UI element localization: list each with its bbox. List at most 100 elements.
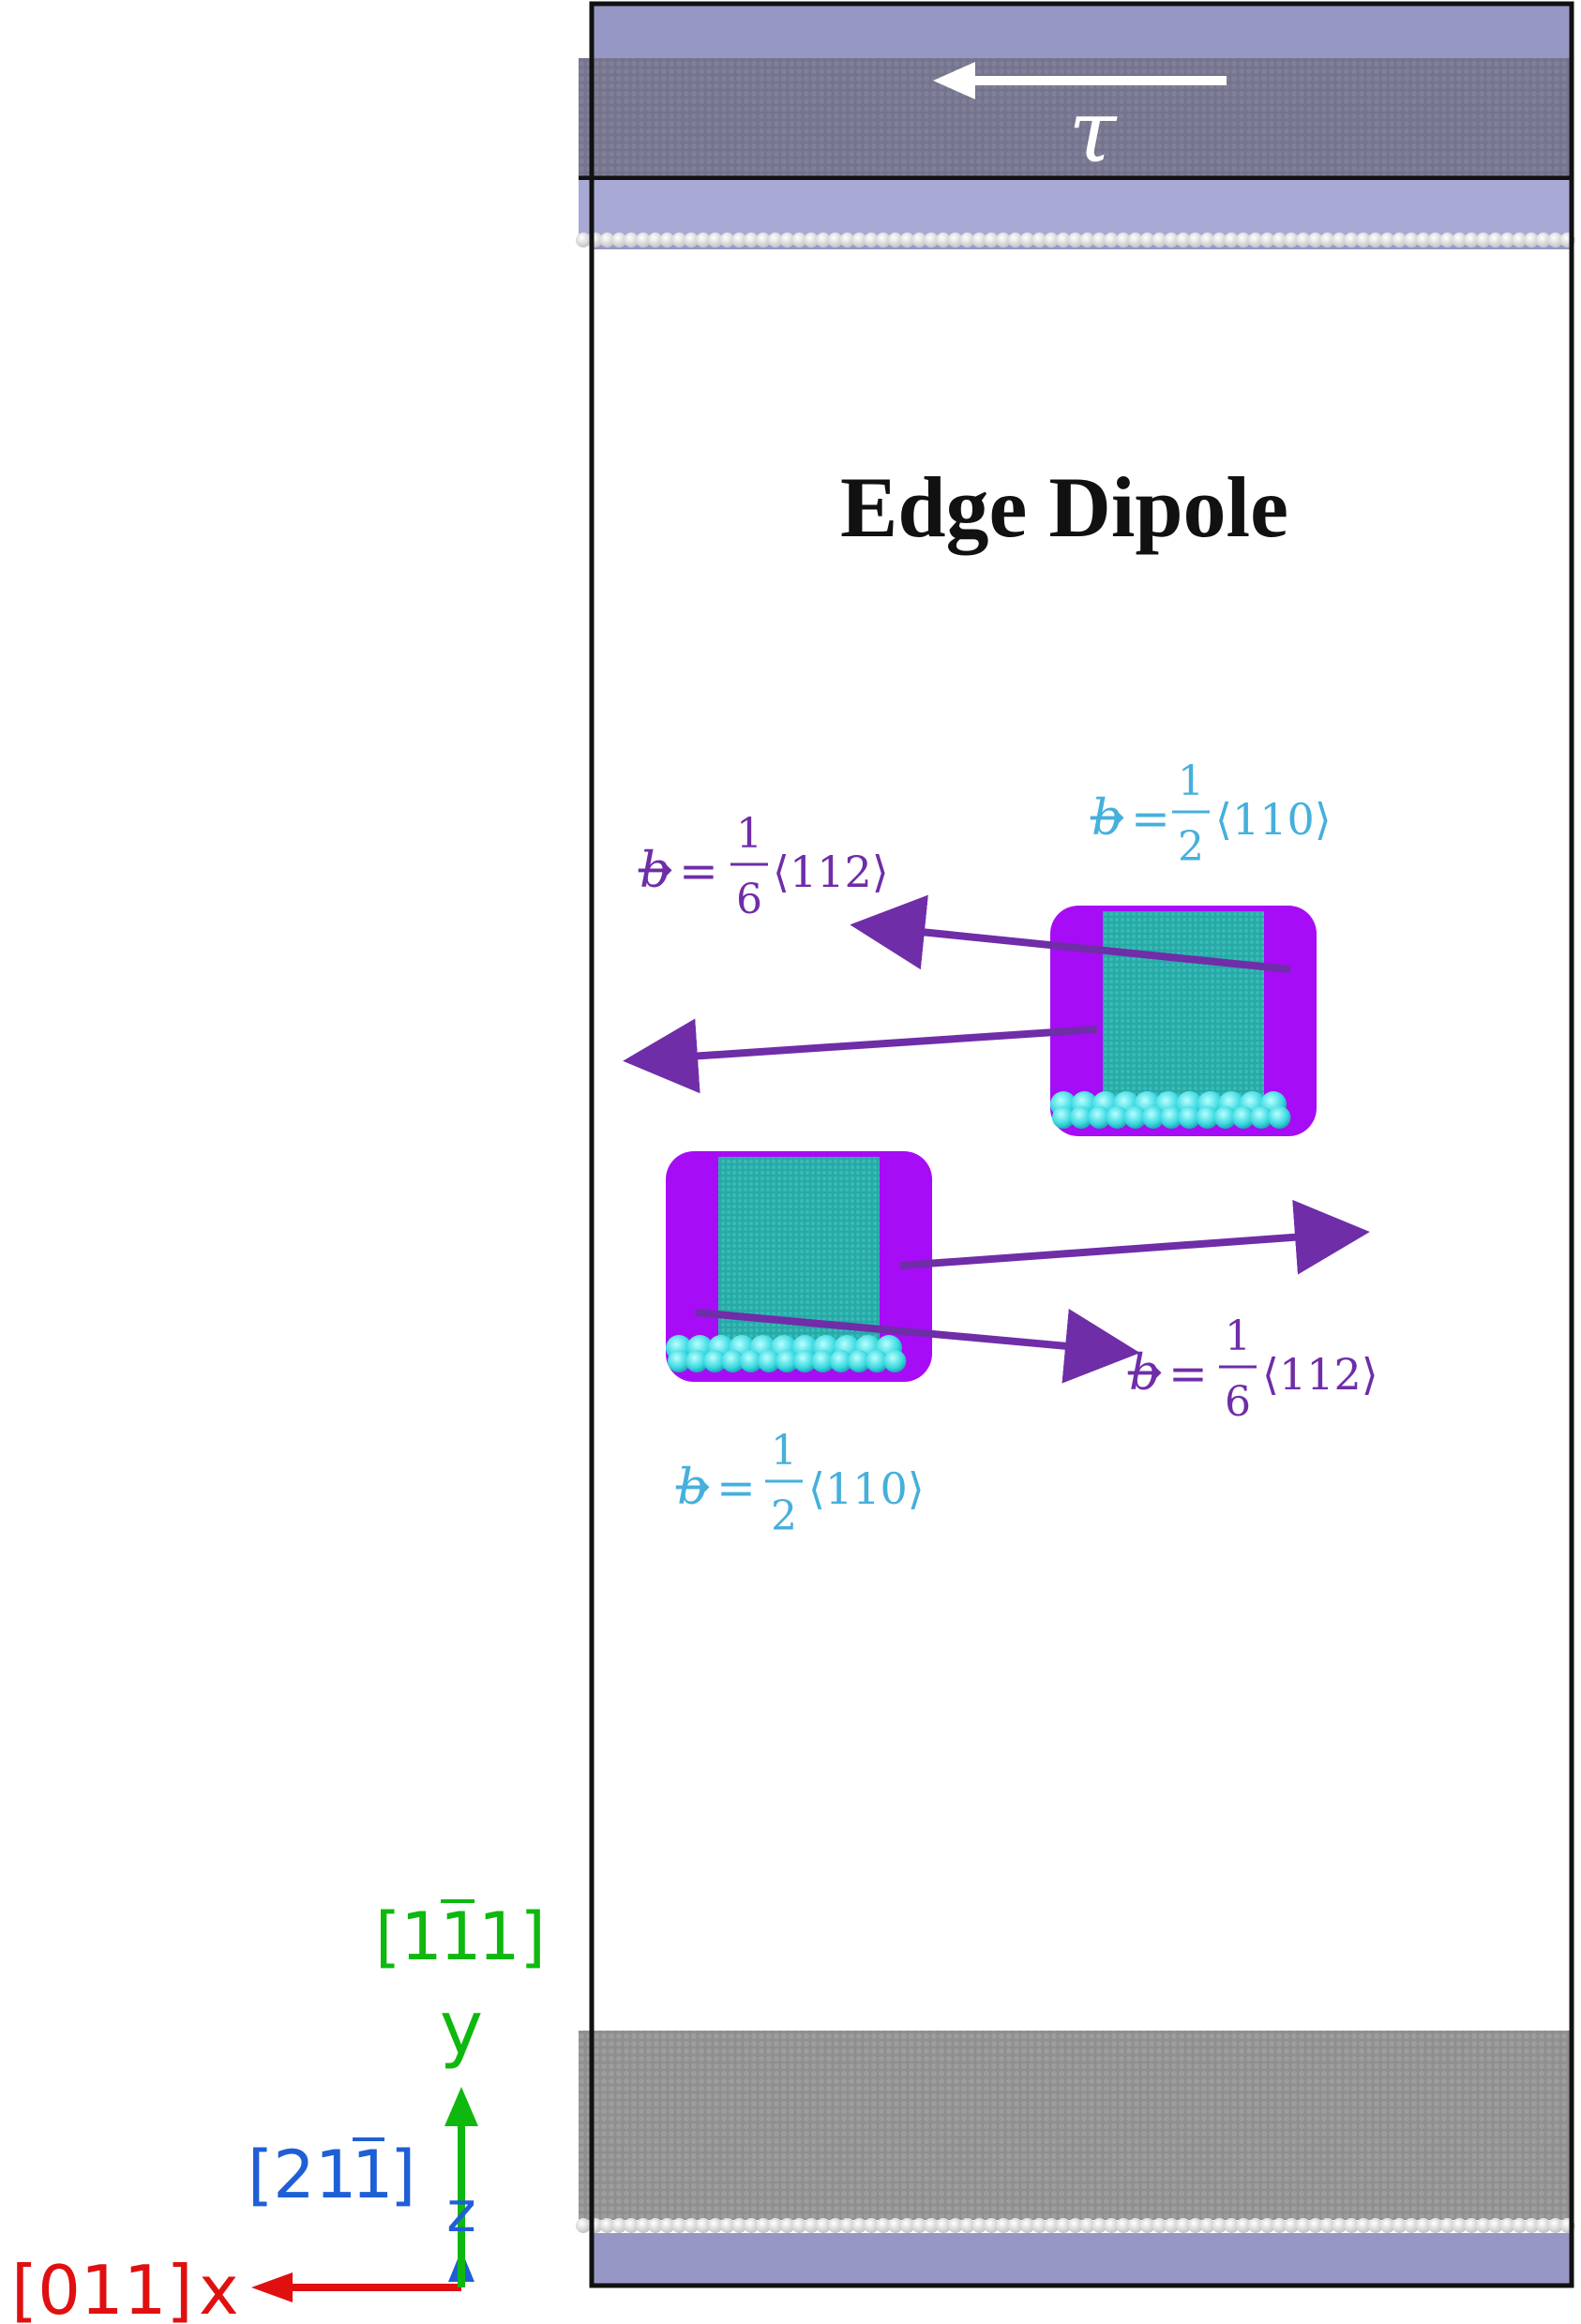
burgers-arrow-lower-1 — [899, 1199, 1370, 1275]
atom — [911, 232, 927, 247]
atom — [1116, 2218, 1131, 2233]
svg-text:1: 1 — [736, 810, 762, 858]
atom — [1332, 232, 1348, 247]
atom — [707, 232, 723, 247]
x-axis-letter: x — [199, 2251, 239, 2324]
svg-text:=: = — [1168, 1346, 1208, 1401]
atom — [767, 232, 783, 247]
atom — [1067, 2218, 1083, 2233]
shear-stress-arrow — [933, 62, 1227, 99]
top-atom-row — [576, 232, 1575, 247]
atom — [731, 2218, 747, 2233]
burgers-label-lower-110: → b = 1 2 ⟨110⟩ — [673, 1427, 925, 1540]
atom — [816, 2218, 831, 2233]
svg-text:⟨112⟩: ⟨112⟩ — [1262, 1349, 1378, 1400]
atom — [779, 232, 795, 247]
atom — [1464, 232, 1480, 247]
atom — [1056, 232, 1071, 247]
atom — [1052, 1106, 1075, 1129]
atom — [947, 232, 963, 247]
atom — [1356, 2218, 1371, 2233]
atom — [1356, 232, 1371, 247]
atom — [636, 232, 651, 247]
burgers-label-upper-112: → b = 1 6 ⟨112⟩ — [636, 810, 889, 923]
atom — [685, 1350, 709, 1372]
atom — [1392, 2218, 1408, 2233]
atom — [1247, 2218, 1263, 2233]
svg-text:2: 2 — [771, 1492, 797, 1540]
atom — [829, 1350, 852, 1372]
atom — [1259, 2218, 1275, 2233]
atom — [1104, 2218, 1120, 2233]
atom — [1236, 2218, 1251, 2233]
atom — [1007, 2218, 1023, 2233]
atom — [1196, 1106, 1219, 1129]
atom — [1404, 232, 1420, 247]
atom — [1224, 232, 1240, 247]
atom — [1164, 232, 1180, 247]
svg-text:b: b — [677, 1460, 708, 1516]
atom — [1392, 232, 1408, 247]
atom — [611, 232, 627, 247]
svg-text:b: b — [1092, 790, 1122, 847]
svg-text:2: 2 — [1178, 823, 1204, 871]
atom — [1259, 232, 1275, 247]
svg-text:b: b — [1129, 1345, 1160, 1402]
atom — [659, 2218, 675, 2233]
atom — [744, 2218, 760, 2233]
atom — [936, 232, 951, 247]
atom — [647, 2218, 663, 2233]
atom — [887, 232, 903, 247]
atom — [624, 232, 640, 247]
atom — [1106, 1106, 1129, 1129]
atom — [1476, 2218, 1491, 2233]
atom — [839, 2218, 855, 2233]
atom — [911, 2218, 927, 2233]
atom — [576, 232, 591, 247]
atom — [876, 2218, 891, 2233]
atom — [1212, 2218, 1227, 2233]
atom — [1088, 1106, 1111, 1129]
atom — [756, 2218, 771, 2233]
atom — [793, 1350, 817, 1372]
atom — [1079, 2218, 1095, 2233]
upper-cyan-atom-row — [1050, 1091, 1291, 1129]
atom — [684, 232, 700, 247]
atom — [1044, 232, 1060, 247]
atom — [1007, 232, 1023, 247]
atom — [947, 2218, 963, 2233]
atom — [1319, 232, 1335, 247]
atom — [767, 2218, 783, 2233]
atom — [1067, 232, 1083, 247]
atom — [827, 232, 843, 247]
z-axis-direction: [21 1 ] — [248, 2137, 415, 2213]
atom — [1044, 2218, 1060, 2233]
atom — [1344, 232, 1360, 247]
atom — [1160, 1106, 1183, 1129]
atom — [996, 232, 1011, 247]
atom — [1164, 2218, 1180, 2233]
atom — [576, 2218, 591, 2233]
atom — [1142, 1106, 1165, 1129]
atom — [1070, 1106, 1093, 1129]
atom — [731, 232, 747, 247]
atom — [1452, 232, 1468, 247]
lower-cyan-atom-row — [666, 1335, 907, 1372]
atom — [1344, 2218, 1360, 2233]
simulation-cell-border — [589, 1, 1574, 2288]
atom — [1439, 2218, 1455, 2233]
atom — [1031, 232, 1047, 247]
y-axis-letter: y — [440, 1987, 483, 2071]
x-axis-direction: [011] — [11, 2251, 193, 2324]
atom — [1464, 2218, 1480, 2233]
atom — [1199, 232, 1215, 247]
atom — [839, 232, 855, 247]
atom — [1499, 2218, 1515, 2233]
atom — [1224, 2218, 1240, 2233]
atom — [739, 1350, 762, 1372]
atom — [636, 2218, 651, 2233]
atom — [696, 232, 711, 247]
atom — [668, 1350, 690, 1372]
atom — [924, 232, 940, 247]
atom — [1427, 2218, 1443, 2233]
